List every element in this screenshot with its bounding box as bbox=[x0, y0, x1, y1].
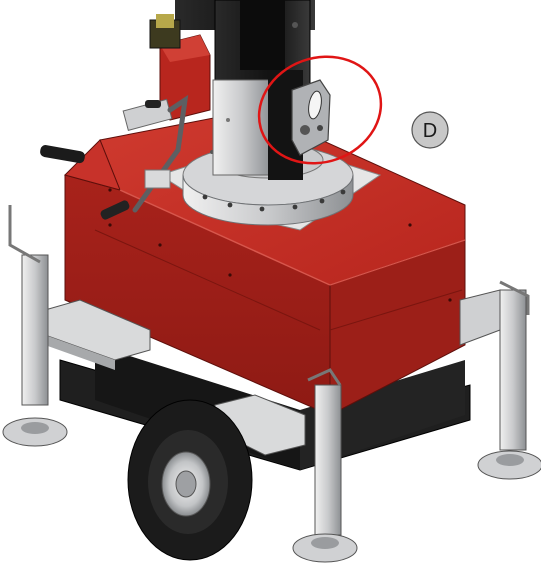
jack-stand-icon bbox=[2, 205, 541, 563]
highlight-ellipse bbox=[257, 55, 383, 165]
crank-handle-icon bbox=[40, 94, 189, 220]
callout-label: D bbox=[423, 120, 437, 142]
lifting-eye-icon bbox=[291, 79, 331, 156]
outrigger-bracket-right bbox=[459, 289, 501, 346]
control-box bbox=[149, 14, 211, 121]
callout-marker: D bbox=[411, 111, 449, 149]
tire-icon bbox=[127, 399, 253, 561]
